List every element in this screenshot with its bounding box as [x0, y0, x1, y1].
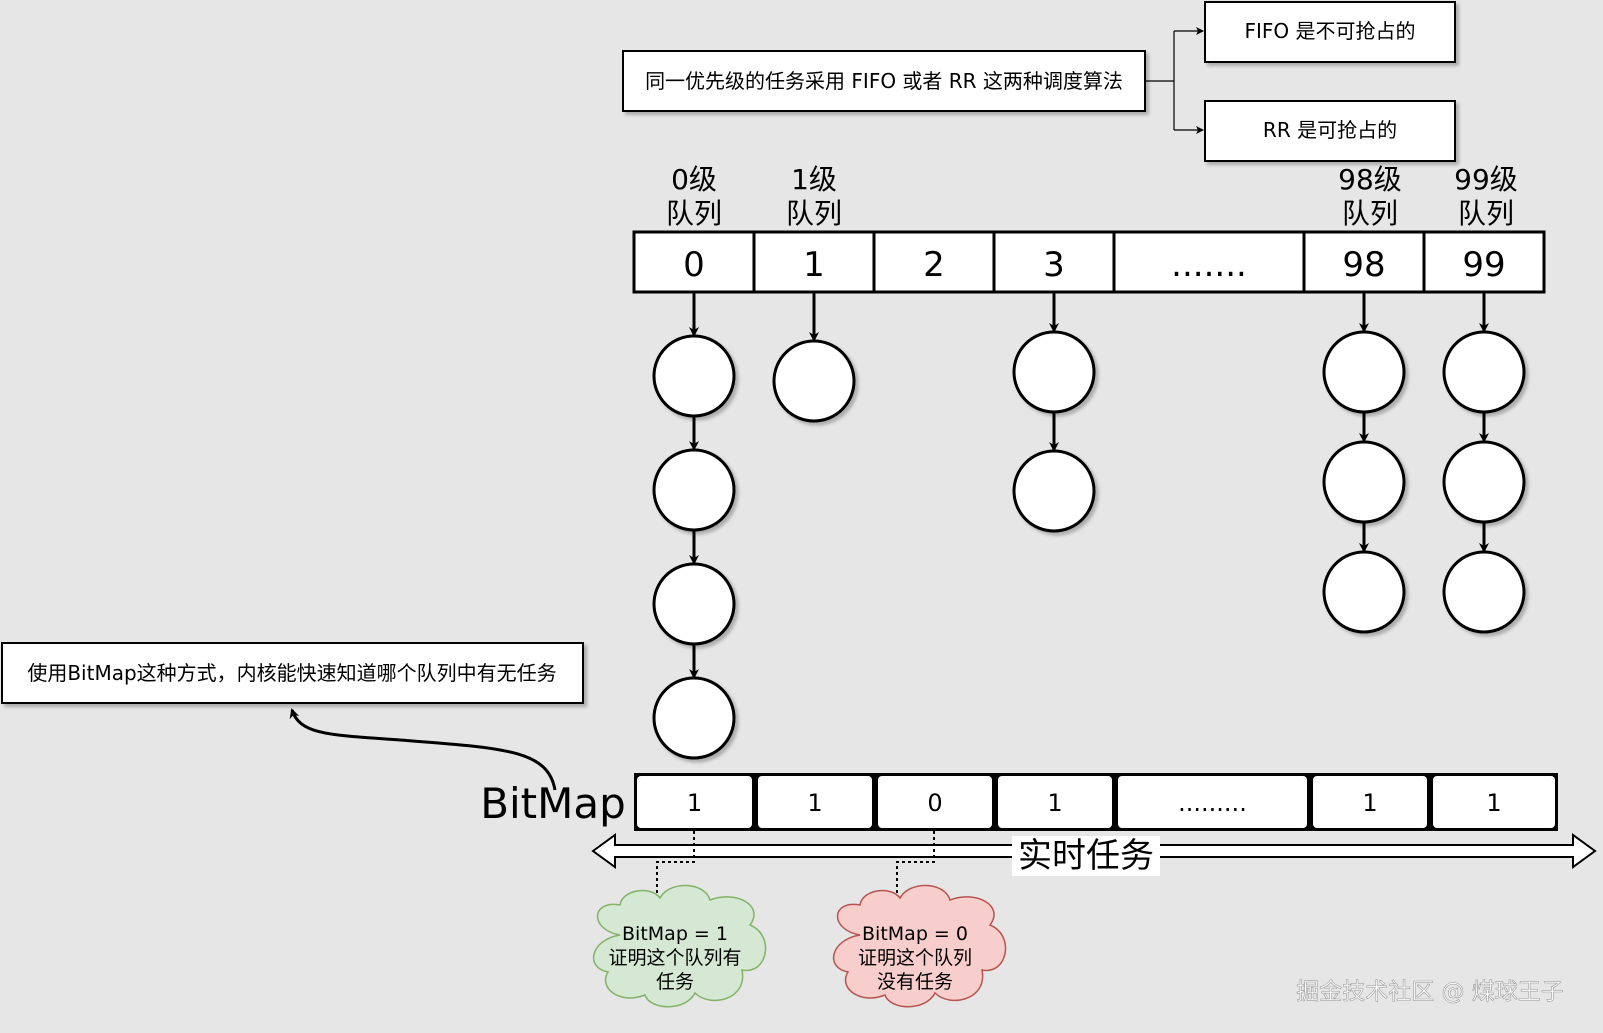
cloud-no-tasks-line3: 没有任务: [877, 971, 953, 993]
queue-cell-1: 1: [803, 245, 825, 285]
queue-array-frame: [632, 230, 1546, 294]
realtime-arrow: 实时任务: [591, 833, 1597, 876]
queue-label-99-line1: 99级: [1454, 163, 1518, 196]
queue-label-1-line2: 队列: [786, 197, 842, 230]
task-node: [772, 339, 856, 423]
queue-label-98-line2: 队列: [1342, 197, 1398, 230]
dotted-connectors: [653, 831, 935, 904]
task-node: [652, 448, 736, 532]
bitmap-cell-5: [1313, 776, 1427, 828]
task-chains: [652, 292, 1526, 760]
bitmap-note: 使用BitMap这种方式，内核能快速知道哪个队列中有无任务: [1, 642, 584, 704]
scheduling-note: 同一优先级的任务采用 FIFO 或者 RR 这两种调度算法: [622, 50, 1146, 112]
queue-label-0-line2: 队列: [666, 197, 722, 230]
bitmap-cell-0: [637, 776, 752, 828]
bitmap-cell-value-6: 1: [1486, 789, 1501, 817]
queue-cell-3: 3: [1043, 245, 1065, 285]
task-node: [652, 676, 736, 760]
cloud-no-tasks: BitMap = 0 证明这个队列 没有任务: [832, 884, 1007, 1008]
cloud-has-tasks: BitMap = 1 证明这个队列有 任务: [592, 884, 767, 1008]
task-node: [1442, 550, 1526, 634]
scheduling-note-text: 同一优先级的任务采用 FIFO 或者 RR 这两种调度算法: [645, 69, 1123, 93]
cloud-has-tasks-line1: BitMap = 1: [622, 923, 728, 945]
cloud-has-tasks-line3: 任务: [656, 971, 694, 993]
bitmap-cell-value-5: 1: [1362, 789, 1377, 817]
bitmap-cell-value-4: .........: [1178, 789, 1247, 817]
rr-text: RR 是可抢占的: [1263, 118, 1397, 142]
queue-cell-6: 99: [1462, 245, 1505, 285]
queue-array: 0 1 2 3....... 98 99: [632, 230, 1546, 294]
cloud-no-tasks-line2: 证明这个队列: [858, 947, 972, 969]
bitmap-cell-3: [998, 776, 1112, 828]
watermark: 掘金技术社区 @ 煤球王子: [1296, 979, 1564, 1005]
queue-header-labels: 0级 队列 1级 队列 98级 队列 99级 队列: [666, 163, 1518, 230]
task-node: [1322, 330, 1406, 414]
task-node: [1012, 449, 1096, 533]
bitmap-cells: 1 1 0 1......... 1 1: [637, 776, 1555, 828]
queue-cell-0: 0: [683, 245, 705, 285]
cloud-has-tasks-line2: 证明这个队列有: [608, 947, 741, 969]
realtime-label-bg: [1012, 836, 1160, 876]
bitmap-note-arrow: [289, 708, 557, 791]
realtime-label: 实时任务: [1018, 836, 1154, 876]
bitmap-note-text: 使用BitMap这种方式，内核能快速知道哪个队列中有无任务: [27, 661, 556, 685]
bitmap-cell-value-2: 0: [927, 789, 942, 817]
queue-label-99-line2: 队列: [1458, 197, 1514, 230]
bitmap-cell-2: [878, 776, 992, 828]
bitmap-cell-value-0: 1: [687, 789, 702, 817]
queue-cell-5: 98: [1342, 245, 1385, 285]
task-node: [1012, 330, 1096, 414]
queue-label-98-line1: 98级: [1338, 163, 1402, 196]
bitmap-cell-value-1: 1: [807, 789, 822, 817]
fifo-box: FIFO 是不可抢占的: [1204, 1, 1456, 63]
cloud-no-tasks-line1: BitMap = 0: [862, 923, 968, 945]
bitmap-cell-value-3: 1: [1047, 789, 1062, 817]
task-node: [652, 334, 736, 418]
task-node: [1442, 440, 1526, 524]
task-node: [652, 562, 736, 646]
bitmap-cell-6: [1433, 776, 1555, 828]
queue-label-1-line1: 1级: [791, 163, 837, 196]
fifo-text: FIFO 是不可抢占的: [1244, 19, 1415, 43]
rr-box: RR 是可抢占的: [1204, 100, 1456, 162]
task-node: [1322, 550, 1406, 634]
task-node: [1442, 330, 1526, 414]
queue-label-0-line1: 0级: [671, 163, 717, 196]
bitmap-cell-1: [758, 776, 872, 828]
task-node: [1322, 440, 1406, 524]
bitmap-cell-4: [1118, 776, 1307, 828]
queue-cell-4: .......: [1171, 245, 1247, 285]
scheduling-connector: [1145, 27, 1204, 134]
queue-cell-2: 2: [923, 245, 945, 285]
